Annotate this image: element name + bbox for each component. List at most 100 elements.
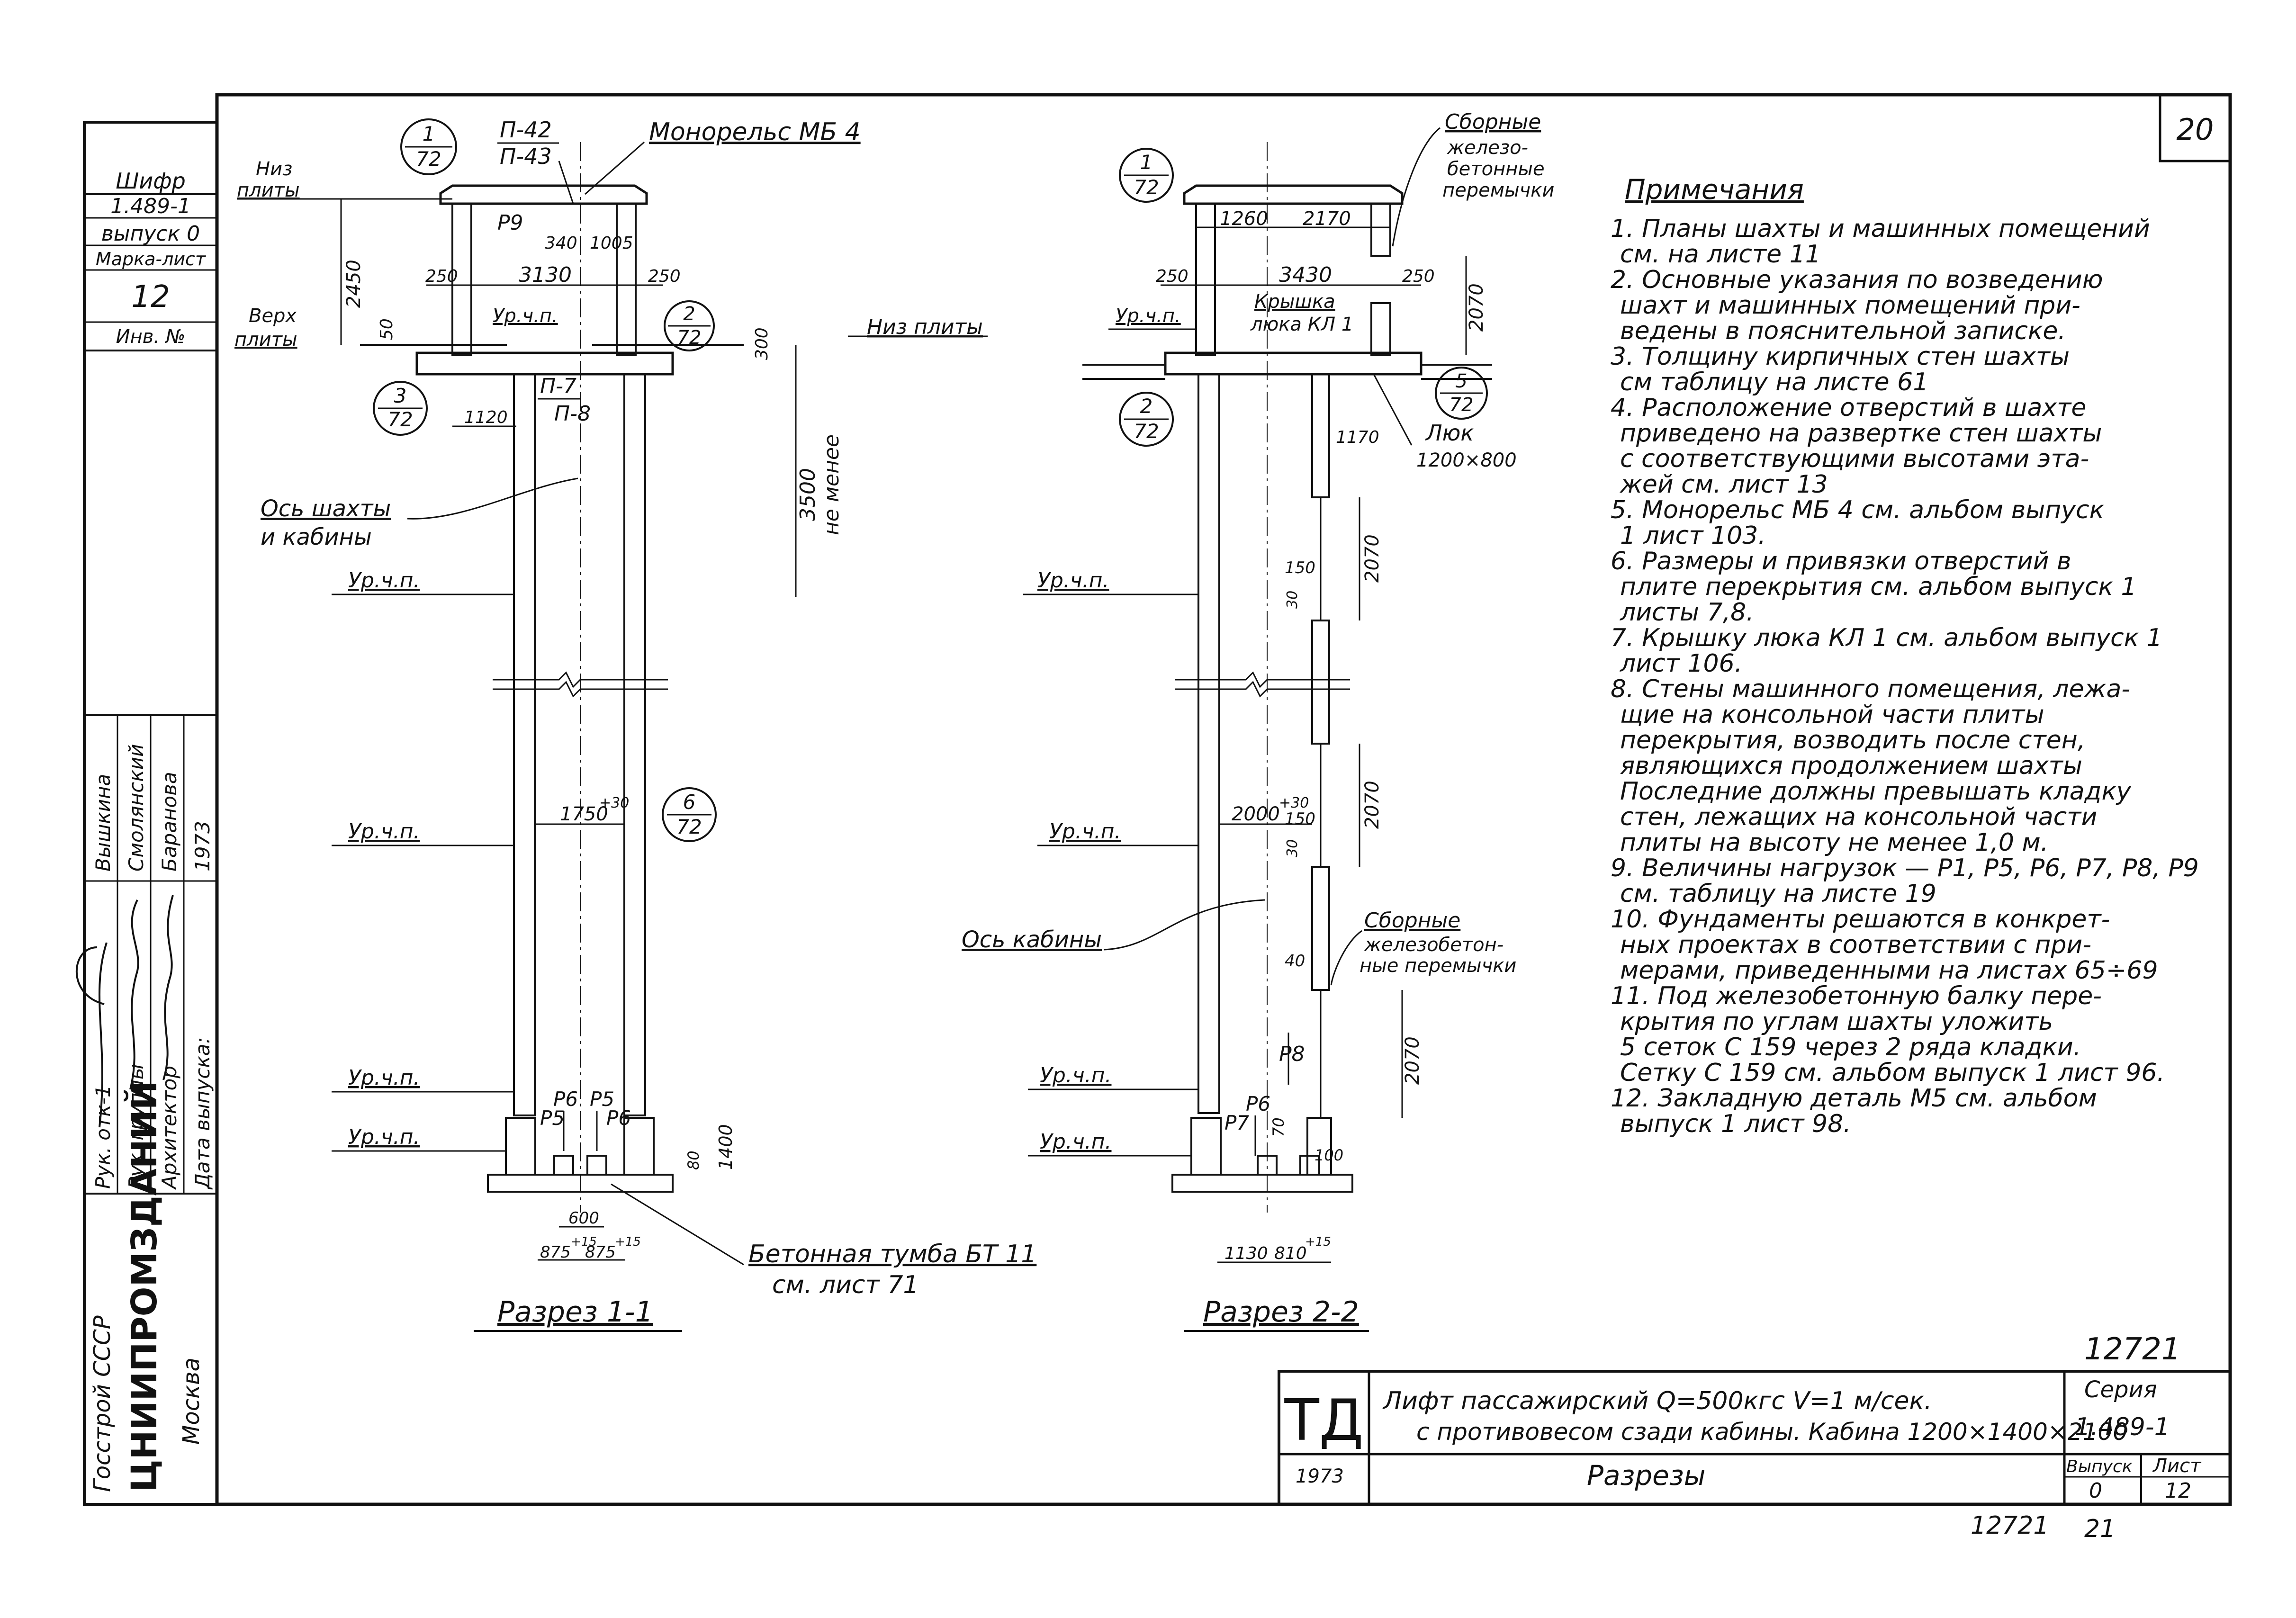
s1-dim-3500: 3500 (796, 468, 820, 521)
s2-dim-30a: 30 (1284, 591, 1301, 609)
s2-roof-slab (1183, 184, 1404, 205)
svg-text:3: 3 (394, 384, 407, 407)
note-line: перекрытия, возводить после стен, (1620, 726, 2085, 755)
s2-precast-top-1: Сборные (1445, 110, 1541, 134)
tb-title-1: Лифт пассажирский Q=500кгс V=1 м/сек. (1382, 1387, 1932, 1415)
s1-level-3: Ур.ч.п. (348, 1066, 420, 1090)
s2-dim-30b: 30 (1284, 839, 1301, 857)
s2-load-p8: P8 (1279, 1042, 1305, 1066)
svg-text:72: 72 (676, 815, 702, 838)
s1-monorail-label: Монорельс МБ 4 (649, 118, 861, 146)
s1-level-2: Ур.ч.п. (348, 819, 420, 844)
date-label: Дата выпуска: (191, 1037, 214, 1190)
s1-lintel-p8: П-8 (554, 402, 591, 426)
s2-dim-70: 70 (1270, 1117, 1288, 1137)
s2-precast-top-4: перемычки (1442, 180, 1554, 201)
note-line: крытия по углам шахты уложить (1620, 1007, 2053, 1036)
note-line: 6. Размеры и привязки отверстий в (1611, 547, 2071, 575)
s2-precast-mid-2: железобетон- (1364, 934, 1504, 956)
s1-dim-1400: 1400 (715, 1124, 736, 1170)
s1-base-label-2: см. лист 71 (772, 1271, 919, 1299)
s1-axis-label-2: и кабины (261, 524, 372, 550)
note-line: 12. Закладную деталь М5 см. альбом (1611, 1084, 2097, 1113)
svg-text:72: 72 (1134, 420, 1159, 443)
s2-dim-810: 810 (1274, 1244, 1307, 1263)
date-value: 1973 (191, 821, 214, 872)
sig-role-1: Рук. отк-1 (91, 1085, 115, 1189)
s1-dim-3130: 3130 (519, 263, 572, 287)
s2-dim-2000: 2000 (1232, 803, 1280, 825)
s1-load-p5a: P5 (540, 1106, 565, 1130)
stamp-top: 12721 (2084, 1332, 2181, 1367)
s2-precast-top-3: бетонные (1447, 158, 1545, 180)
note-line: стен, лежащих на консольной части (1620, 803, 2097, 831)
s1-floor-slab (415, 351, 674, 376)
shifr-value: 1.489-1 (110, 194, 191, 218)
s1-base-label-1: Бетонная тумба БТ 11 (748, 1240, 1036, 1268)
s2-dim-250a: 250 (1156, 267, 1189, 286)
s2-hatch-1: Люк (1425, 420, 1474, 446)
s2-floor-slab (1164, 351, 1423, 376)
s1-dim-875b: 875 (585, 1243, 616, 1262)
s2-ref-1: 1 72 (1119, 148, 1174, 203)
s1-dim-875a: 875 (540, 1243, 571, 1262)
s1-niz-label-2: плиты (237, 180, 300, 201)
tb-year: 1973 (1296, 1465, 1344, 1487)
svg-text:72: 72 (1450, 394, 1474, 416)
note-line: 3. Толщину кирпичных стен шахты (1611, 342, 2070, 371)
org-line3: Москва (178, 1357, 205, 1445)
s1-axis-label-1: Ось шахты (261, 495, 391, 522)
note-line: 7. Крышку люка КЛ 1 см. альбом выпуск 1 (1611, 624, 2162, 652)
s2-hatch-2: 1200×800 (1416, 449, 1517, 471)
note-line: шахт и машинных помещений при- (1620, 291, 2080, 320)
s1-lintel-p7: П-7 (540, 374, 576, 398)
s2-dim-2070-3: 2070 (1402, 1036, 1423, 1085)
note-line: с соответствующими высотами эта- (1620, 445, 2089, 473)
s2-level-2: Ур.ч.п. (1049, 819, 1121, 844)
note-line: листы 7,8. (1620, 598, 1754, 627)
s1-title: Разрез 1-1 (497, 1295, 653, 1329)
notes-block: Примечания 1. Планы шахты и машинных пом… (1611, 173, 2199, 1138)
s1-ne-menee: не менее (819, 434, 844, 535)
note-line: 1 лист 103. (1620, 521, 1766, 550)
s2-shaft-wall-right-3 (1311, 866, 1330, 991)
s2-dim-1170: 1170 (1336, 428, 1379, 447)
sheet-number-box (2159, 93, 2232, 162)
s2-cover-2: люка КЛ 1 (1250, 314, 1353, 335)
tb-vypusk-value: 0 (2089, 1479, 2102, 1503)
s2-shaft-wall-right-2 (1311, 620, 1330, 745)
s2-level-1: Ур.ч.п. (1037, 568, 1109, 593)
section-2-2: Сборные железо- бетонные перемычки 1260 … (962, 110, 1554, 1332)
s1-dim-250b: 250 (648, 267, 681, 286)
s2-dim-2070-1: 2070 (1361, 534, 1383, 583)
s1-ref-6: 6 72 (662, 787, 717, 842)
note-line: Сетку С 159 см. альбом выпуск 1 лист 96. (1620, 1059, 2165, 1087)
sig-name-1: Вышкина (91, 774, 115, 872)
sig-name-2: Смолянский (125, 744, 148, 872)
s1-load-p5b: P5 (590, 1088, 614, 1111)
s1-dim-300: 300 (752, 327, 772, 360)
s2-precast-mid-1: Сборные (1364, 908, 1460, 933)
svg-text:1: 1 (1140, 151, 1153, 174)
s2-title: Разрез 2-2 (1203, 1295, 1359, 1329)
side-block: Шифр 1.489-1 выпуск 0 Марка-лист 12 Инв.… (75, 168, 217, 1492)
s1-dim-plus30: +30 (599, 795, 629, 811)
s1-tumb-2 (586, 1155, 607, 1176)
svg-text:1: 1 (423, 122, 435, 145)
s2-mr-wall-right (1370, 203, 1391, 257)
s1-lintel-p42: П-42 (500, 117, 552, 143)
s1-level-4: Ур.ч.п. (348, 1125, 420, 1149)
s1-load-p6b: P6 (606, 1106, 631, 1130)
sig-name-3: Баранова (158, 772, 181, 872)
s2-dim-2070-top: 2070 (1466, 283, 1487, 332)
note-line: приведено на развертке стен шахты (1620, 419, 2102, 448)
note-line: лист 106. (1620, 649, 1742, 678)
svg-text:72: 72 (387, 408, 413, 431)
sig-role-2: Рук. группы (125, 1064, 148, 1189)
note-line: Последние должны превышать кладку (1620, 777, 2132, 806)
s1-dim-50: 50 (377, 318, 396, 340)
s1-level-top: Ур.ч.п. (493, 305, 558, 327)
s1-dim-600: 600 (568, 1209, 599, 1228)
note-line: 10. Фундаменты решаются в конкрет- (1611, 905, 2110, 934)
